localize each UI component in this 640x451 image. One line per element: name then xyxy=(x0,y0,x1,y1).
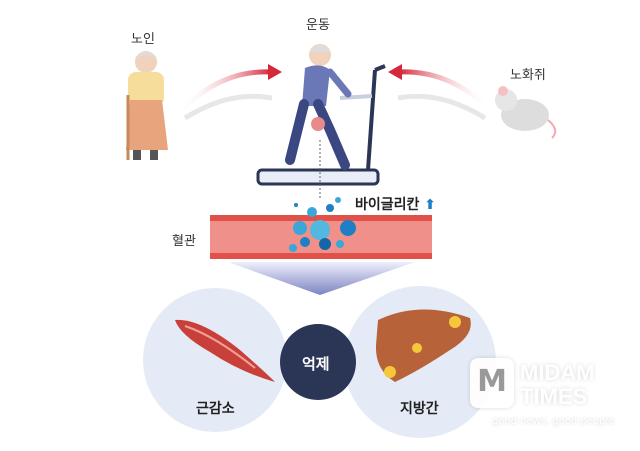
liver-illustration xyxy=(375,309,471,382)
biglycan-text: 바이글리칸 xyxy=(355,197,420,213)
suppress-label: 억제 xyxy=(302,355,330,373)
up-arrow-icon: ⬆ xyxy=(424,197,437,213)
aged-mouse-illustration xyxy=(495,86,557,139)
muscle-illustration xyxy=(175,319,275,382)
elderly-label: 노인 xyxy=(131,32,155,47)
watermark-logo: M MIDAM TIMES good news, good people xyxy=(470,358,620,428)
fatty-liver-label: 지방간 xyxy=(400,401,439,417)
elderly-person-illustration xyxy=(126,51,168,160)
biglycan-label: 바이글리칸 ⬆ xyxy=(355,194,436,214)
right-arrow-icon xyxy=(388,64,492,121)
logo-name-2: TIMES xyxy=(520,384,588,409)
sarcopenia-label: 근감소 xyxy=(196,401,235,417)
logo-name-1: MIDAM xyxy=(520,360,595,385)
treadmill-runner-illustration xyxy=(256,44,386,200)
suppress-circle xyxy=(280,324,356,400)
left-arrow-icon xyxy=(178,64,282,121)
logo-mark-icon: M xyxy=(470,358,514,408)
blood-vessel-label: 혈관 xyxy=(172,234,196,249)
funnel-shape xyxy=(228,262,415,295)
logo-tagline: good news, good people xyxy=(492,416,615,427)
aged-mouse-label: 노화쥐 xyxy=(510,68,546,83)
exercise-label: 운동 xyxy=(306,18,330,33)
biglycan-particles xyxy=(289,197,356,252)
